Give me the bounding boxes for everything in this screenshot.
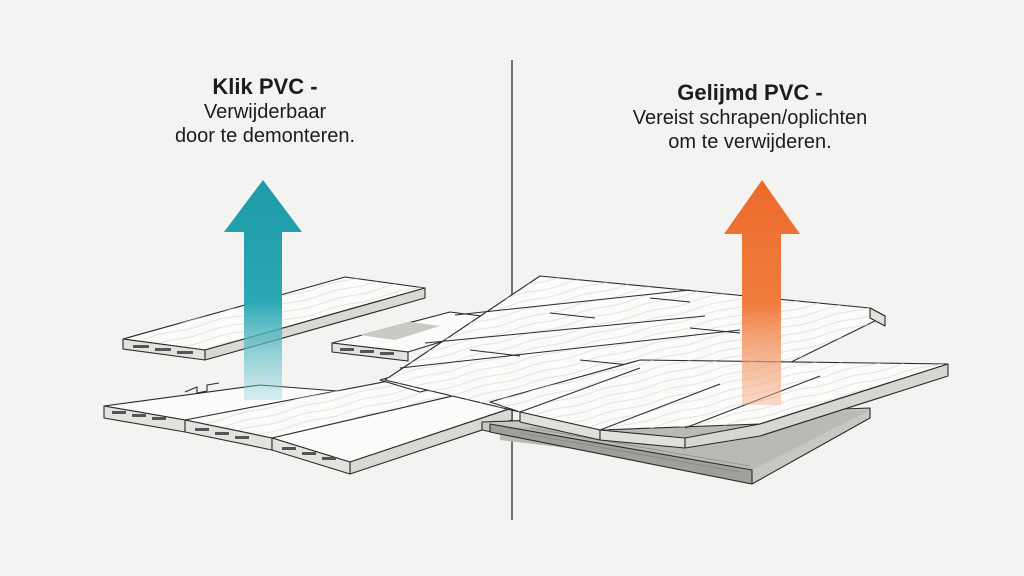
glued-pvc-floor	[384, 275, 949, 485]
glued-pvc-title: Gelijmd PVC -	[677, 80, 823, 105]
glued-pvc-description: Vereist schrapen/oplichten om te verwijd…	[632, 107, 868, 153]
click-pvc-description: Verwijderbaar door te demonteren.	[174, 101, 356, 147]
glued-pvc-caption: Gelijmd PVC - Vereist schrapen/oplichten…	[585, 80, 915, 154]
remove-arrow-orange	[724, 180, 800, 405]
remove-arrow-teal	[224, 180, 302, 400]
lifted-plank-2	[331, 311, 513, 362]
click-pvc-caption: Klik PVC - Verwijderbaar door te demonte…	[140, 74, 390, 148]
click-pvc-title: Klik PVC -	[212, 74, 318, 99]
